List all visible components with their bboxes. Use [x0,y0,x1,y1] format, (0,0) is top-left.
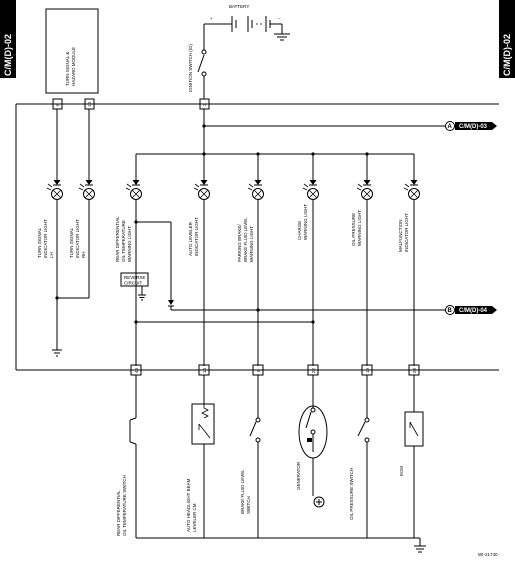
auto-headlight-leveler-cm-icon [191,403,215,538]
connector-ref-b: B C/M(D)-04 [445,305,497,315]
lamp-label: OIL PRESSURE [351,213,356,246]
ignition-switch-label: IGNITION SWITCH (IG) [188,44,193,92]
bottom-connector-pins: 40 14 8 22 19 28 [130,364,420,376]
lamp-label: REAR DIFFERENTIAL [115,216,120,262]
ignition-pin-label: 2 [202,103,207,106]
connector-ref-a: A C/M(D)-03 [445,121,497,131]
reverse-circuit-line1: REVERSE [124,275,146,280]
charge-lamp-icon [302,179,319,200]
lamp-label: TURN SIGNAL [37,227,42,258]
lamp-label: RH [81,252,86,259]
auto-leveler-lamp-icon [193,179,210,200]
lamp-label: AUTO LEVELER [188,221,193,256]
right-page-tab: C/M(D)-02 [499,0,515,78]
lamp-label: BRAKE FLUID LEVEL [243,217,248,262]
right-tab-label: C/M(D)-02 [502,34,512,76]
left-page-tab: C/M(D)-02 [0,0,16,78]
lamp-label: INDICATOR LIGHT [43,219,48,258]
turn-signal-rh-lamp-icon [78,179,95,200]
battery-label: BATTERY [229,4,249,9]
ref-b-letter: B [448,308,453,314]
oil-pressure-lamp-icon [356,179,373,200]
ref-b-text: C/M(D)-04 [459,308,488,314]
component-label: OIL PRESSURE SWITCH [349,468,354,520]
turn-signal-lh-lamp-icon [46,179,63,200]
reverse-circuit-line2: CIRCUIT [124,281,142,286]
svg-text:+: + [210,16,213,21]
component-label: AUTO HEADLIGHT BEAM [186,478,191,532]
module-title-line1: TURN SIGNAL & [65,52,70,86]
module-pin-label: 10 [87,101,92,107]
component-label: SWITCH [246,496,251,514]
component-label: LEVELER CM [192,503,197,532]
lamp-label: MALFUNCTION [398,220,403,253]
reverse-circuit: REVERSE CIRCUIT [120,272,149,301]
module-pin-label: 8 [55,103,60,106]
component-labels: REAR DIFFERENTIAL OIL TEMPERATURE SWITCH… [116,461,404,536]
lamp-label: CHARGE [297,221,302,240]
component-label: BRAKE FLUID LEVEL [240,469,245,514]
svg-text:−: − [278,16,281,21]
ref-a-text: C/M(D)-03 [459,124,488,130]
turn-signal-hazard-module: TURN SIGNAL & HAZARD MODULE [45,8,99,94]
battery: BATTERY + − [204,4,290,41]
lamp-label: WARNING LIGHT [303,204,308,240]
component-label: OIL TEMPERATURE SWITCH [122,475,127,536]
bottom-pin-label: 19 [365,367,370,373]
generator-icon [298,405,328,508]
bottom-pin-label: 14 [202,367,207,373]
malfunction-lamp-icon [403,179,420,200]
component-label: ECM [399,466,404,476]
lamp-labels: TURN SIGNAL INDICATOR LIGHT LH TURN SIGN… [37,204,409,262]
bottom-pin-label: 22 [311,367,316,373]
drawing-code: WI-21740 [478,552,498,557]
left-tab-label: C/M(D)-02 [3,34,13,76]
module-title-line2: HAZARD MODULE [71,47,76,86]
bottom-pin-label: 40 [134,367,139,373]
brake-fluid-level-switch-icon [249,417,261,538]
lamp-label: INDICATOR LIGHT [404,213,409,252]
bottom-pin-label: 28 [412,367,417,373]
parking-brake-lamp-icon [247,179,264,200]
lamp-label: TURN SIGNAL [69,227,74,258]
lamp-label: WARNING LIGHT [357,210,362,246]
lamp-label: PARKING BRAKE/ [237,224,242,262]
ignition-switch: IGNITION SWITCH (IG) [188,24,207,99]
lamp-label: WARNING LIGHT [127,226,132,262]
oil-pressure-switch-icon [357,417,370,538]
component-label: GENERATOR [296,461,301,490]
bottom-pin-label: 8 [256,369,261,372]
rear-diff-oil-temp-switch-icon [129,417,137,538]
lamp-label: OIL TEMPERATURE [121,220,126,262]
lamp-label: INDICATOR LIGHT [75,219,80,258]
ecm-icon [404,411,424,538]
lamp-label: INDICATOR LIGHT [194,217,199,256]
lamp-label: LH [49,252,54,258]
lamp-label: WARNING LIGHT [249,226,254,262]
ref-a-letter: A [448,124,453,130]
rear-diff-lamp-icon [125,179,142,200]
component-label: REAR DIFFERENTIAL [116,490,121,536]
